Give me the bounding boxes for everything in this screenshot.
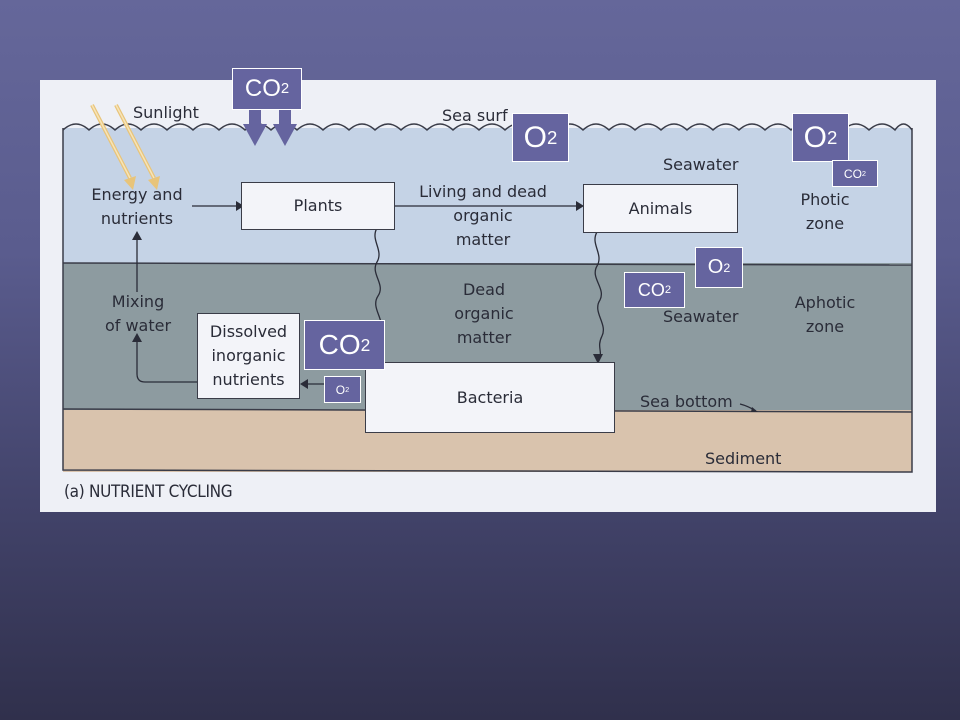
sunlight-icon: [90, 104, 160, 190]
diagram-outline: [62, 128, 913, 473]
living-dead-matter-label: Living and dead organic matter: [419, 182, 547, 249]
dead-matter-label: Dead organic matter: [454, 280, 514, 347]
mixing-water-label: Mixing of water: [104, 292, 172, 335]
sea-bottom-label: Sea bottom: [640, 392, 733, 411]
co2-down-arrows-icon: [243, 108, 297, 146]
sea-surface-wave: [62, 123, 913, 132]
bacteria-box: Bacteria: [365, 362, 615, 433]
sediment-label: Sediment: [705, 449, 782, 468]
animals-to-bacteria-wavy-arrow: [594, 231, 604, 361]
animals-box: Animals: [583, 184, 738, 233]
seawater-top-label: Seawater: [663, 155, 739, 174]
arrowheads: [132, 201, 603, 389]
flow-arrows: [136, 205, 604, 385]
photic-zone-band: [63, 128, 912, 263]
photic-zone-label: Photic zone: [800, 190, 850, 233]
sea-surface-label: Sea surf: [442, 106, 508, 125]
seawater-bottom-label: Seawater: [663, 307, 739, 326]
sunlight-label: Sunlight: [133, 103, 199, 122]
energy-nutrients-label: Energy and nutrients: [91, 185, 183, 228]
photic-aphotic-boundary: [62, 262, 913, 266]
figure-caption: (a) NUTRIENT CYCLING: [64, 482, 233, 502]
plants-box: Plants: [241, 182, 395, 230]
aphotic-zone-label: Aphotic zone: [794, 293, 856, 336]
dissolved-to-mixing-arrow: [136, 340, 198, 383]
dissolved-nutrients-box: Dissolved inorganic nutrients: [197, 313, 300, 399]
